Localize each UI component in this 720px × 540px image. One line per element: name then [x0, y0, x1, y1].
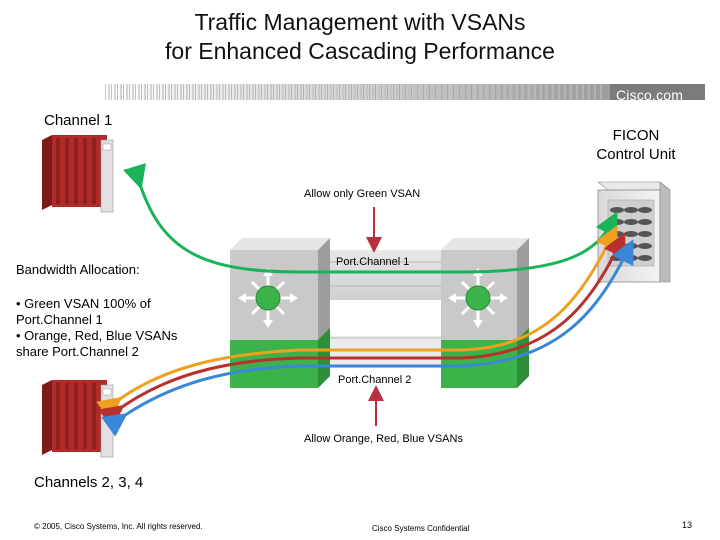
page-number: 13 [682, 520, 693, 530]
channel-1-label: Channel 1 [44, 112, 113, 129]
bandwidth-item: • Orange, Red, Blue VSANs share Port.Cha… [16, 328, 178, 359]
mainframe-icon [42, 380, 114, 458]
bandwidth-item: • Green VSAN 100% of Port.Channel 1 [16, 296, 151, 327]
allow-other-vsans-label: Allow Orange, Red, Blue VSANs [304, 433, 463, 445]
mainframe-icon [42, 135, 114, 213]
bandwidth-allocation-list: • Green VSAN 100% of Port.Channel 1 • Or… [16, 296, 196, 360]
header-barcode-strip [105, 84, 705, 100]
ficon-control-unit-label: FICON Control Unit [584, 126, 688, 164]
footer-confidential: Cisco Systems Confidential [372, 524, 470, 533]
slide-title: Traffic Management with VSANs for Enhanc… [0, 8, 720, 66]
bandwidth-allocation-heading: Bandwidth Allocation: [16, 262, 140, 277]
brand-logo-text: Cisco.com [616, 87, 684, 103]
port-channel-2-link [318, 336, 441, 368]
port-channel-1-label: Port.Channel 1 [336, 256, 410, 268]
ficon-label-line-2: Control Unit [596, 146, 676, 163]
title-line-2: for Enhanced Cascading Performance [165, 38, 555, 64]
channels-2-3-4-label: Channels 2, 3, 4 [34, 474, 144, 491]
footer-copyright: © 2005, Cisco Systems, Inc. All rights r… [34, 522, 203, 531]
blue-vsan-flow [101, 239, 634, 437]
allow-green-vsan-label: Allow only Green VSAN [304, 188, 421, 200]
title-line-1: Traffic Management with VSANs [194, 9, 526, 35]
ficon-label-line-1: FICON [612, 127, 660, 144]
port-channel-2-label: Port.Channel 2 [338, 374, 412, 386]
